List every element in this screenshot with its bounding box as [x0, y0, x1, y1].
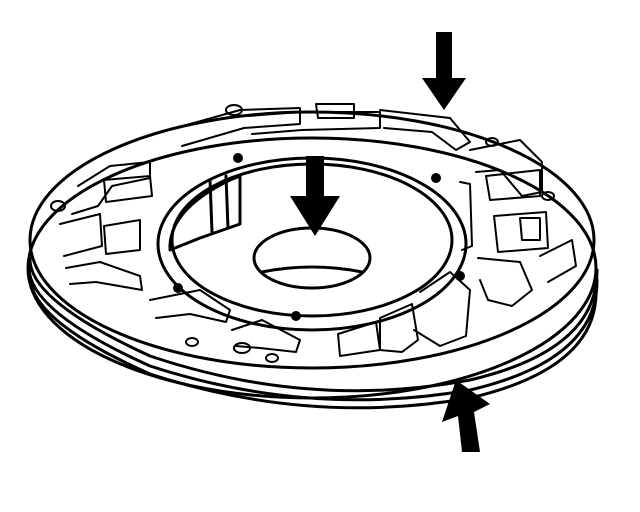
- top-right-arrow: [422, 32, 466, 110]
- fluid-channels: [59, 103, 577, 357]
- plate-edge: [26, 136, 599, 410]
- center-bore: [252, 226, 372, 290]
- center-arrow: [290, 156, 340, 236]
- bottom-right-arrow: [442, 380, 490, 452]
- bolt-holes: [50, 104, 555, 363]
